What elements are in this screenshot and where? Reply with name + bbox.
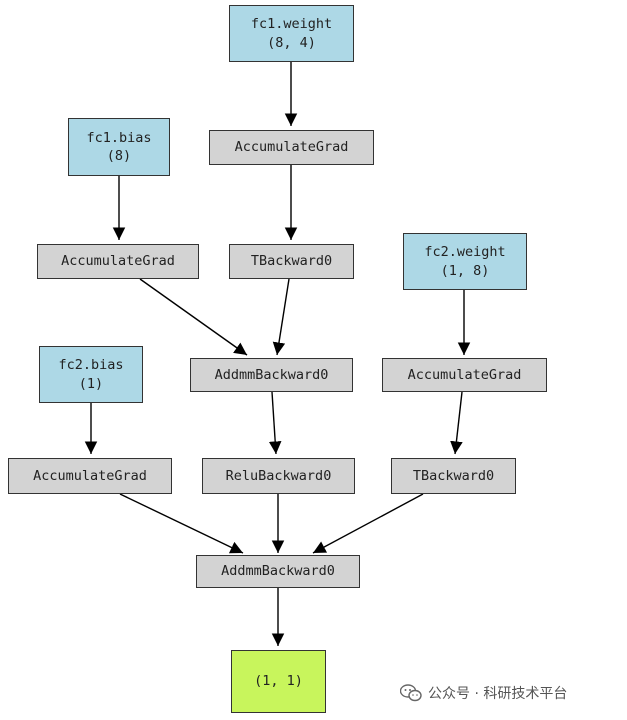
fc2-bias-shape: (1): [78, 375, 104, 392]
edge-accumulategrad-to-tbackward-2: [450, 391, 463, 455]
accumulategrad-fc2-bias-node: AccumulateGrad: [8, 458, 172, 494]
wechat-icon: [400, 684, 422, 702]
watermark: 公众号 · 科研技术平台: [400, 683, 567, 703]
edge-tbackward-to-addmm-1: [272, 278, 290, 356]
addmm-backward-2-label: AddmmBackward0: [221, 563, 335, 580]
accumulategrad-fc1-weight-node: AccumulateGrad: [209, 130, 374, 165]
fc1-bias-name: fc1.bias: [86, 129, 152, 146]
watermark-text: 公众号 · 科研技术平台: [428, 686, 568, 702]
fc1-weight-node: fc1.weight (8, 4): [229, 5, 354, 62]
edge-accumulategrad-to-addmm-2: [119, 493, 244, 554]
output-shape: (1, 1): [254, 673, 303, 690]
addmm-backward-1-label: AddmmBackward0: [214, 366, 329, 383]
accumulategrad-fc2-weight-node: AccumulateGrad: [382, 358, 547, 392]
fc1-bias-shape: (8): [106, 148, 132, 164]
tbackward-fc2-label: TBackward0: [412, 467, 495, 484]
relu-backward-label: ReluBackward0: [225, 467, 332, 484]
accumulategrad-fc1-weight-label: AccumulateGrad: [234, 139, 349, 156]
edge-addmm-1-to-relu: [268, 391, 282, 455]
tbackward-fc1-node: TBackward0: [229, 244, 354, 279]
addmm-backward-1-node: AddmmBackward0: [190, 358, 353, 392]
accumulategrad-fc2-bias-label: AccumulateGrad: [33, 467, 147, 484]
tbackward-fc2-node: TBackward0: [391, 458, 516, 494]
fc2-weight-node: fc2.weight (1, 8): [403, 233, 527, 290]
fc2-bias-node: fc2.bias (1): [39, 346, 143, 403]
fc1-bias-node: fc1.bias (8): [68, 118, 170, 176]
tbackward-fc1-label: TBackward0: [250, 253, 333, 270]
accumulategrad-fc1-bias-node: AccumulateGrad: [37, 244, 199, 279]
fc2-weight-name: fc2.weight: [424, 244, 506, 261]
addmm-backward-2-node: AddmmBackward0: [196, 555, 360, 588]
accumulategrad-fc2-weight-label: AccumulateGrad: [407, 366, 522, 383]
fc2-weight-shape: (1, 8): [440, 262, 490, 279]
relu-backward-node: ReluBackward0: [202, 458, 355, 494]
accumulategrad-fc1-bias-label: AccumulateGrad: [61, 253, 175, 270]
edge-accumulategrad-to-addmm-1: [139, 278, 248, 356]
fc1-weight-name: fc1.weight: [250, 16, 333, 33]
fc1-weight-shape: (8, 4): [267, 34, 316, 51]
edge-tbackward-2-to-addmm-2: [312, 493, 424, 554]
fc2-bias-name: fc2.bias: [58, 357, 124, 374]
output-node: (1, 1): [231, 650, 326, 713]
